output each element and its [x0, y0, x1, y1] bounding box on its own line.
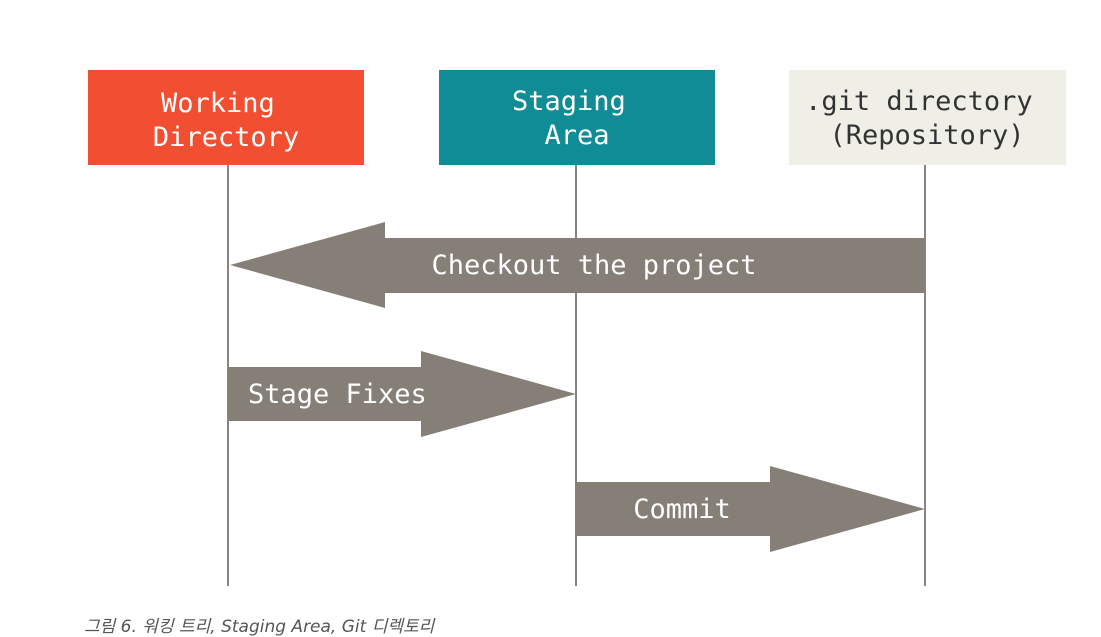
checkout-the-project-arrow: Checkout the project — [230, 222, 925, 308]
working-directory-box: Working Directory — [88, 70, 364, 165]
checkout-arrow-shape — [230, 222, 925, 308]
stage-fixes-label: Stage Fixes — [248, 379, 427, 410]
repository-label-line1: .git directory — [805, 86, 1033, 117]
stage-fixes-arrow: Stage Fixes — [228, 351, 576, 437]
checkout-the-project-label: Checkout the project — [431, 250, 756, 281]
svg-text:.git directory (Reposito: .git directory (Repository) — [805, 86, 1049, 151]
working-directory-label-line2: Directory — [153, 122, 299, 153]
staging-area-label-line1: Staging — [512, 86, 626, 117]
commit-arrow-shape — [576, 466, 925, 552]
svg-text:Staging Area: Staging Area — [512, 86, 642, 151]
repository-label-line2: (Repository) — [829, 120, 1024, 151]
figure-caption: 그림 6. 워킹 트리, Staging Area, Git 디렉토리 — [84, 617, 435, 637]
commit-arrow: Commit — [576, 466, 925, 552]
repository-box: .git directory (Repository) — [789, 70, 1066, 165]
commit-label: Commit — [633, 494, 731, 525]
stage-fixes-arrow-shape — [228, 351, 576, 437]
svg-text:Working Directory: Working Directory — [153, 88, 299, 153]
staging-area-label-line2: Area — [544, 120, 609, 151]
working-directory-label-line1: Working — [161, 88, 275, 119]
staging-area-box: Staging Area — [439, 70, 715, 165]
